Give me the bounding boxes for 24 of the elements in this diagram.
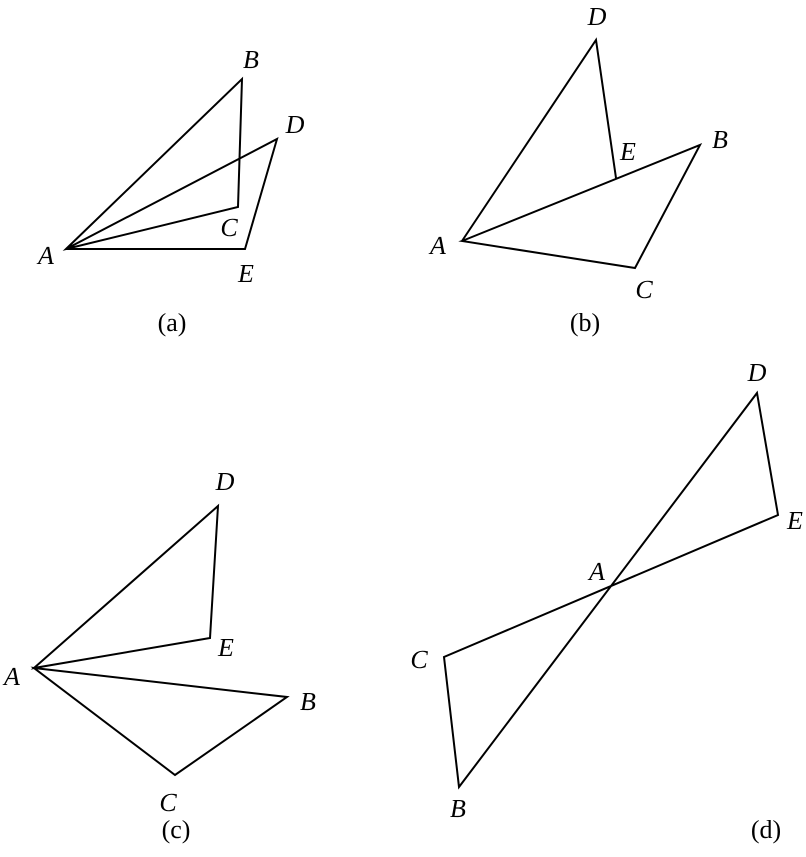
panel-caption: (a)	[158, 310, 186, 336]
point-label: A	[430, 233, 446, 259]
panel-caption: (b)	[570, 310, 600, 336]
point-label: E	[620, 139, 636, 165]
point-label: E	[787, 508, 803, 534]
point-label: C	[220, 215, 238, 241]
point-label: E	[238, 261, 254, 287]
point-label: B	[243, 47, 259, 73]
panel-caption: (c)	[162, 817, 190, 843]
panel-caption: (d)	[750, 817, 782, 843]
point-label: A	[4, 664, 20, 690]
point-label: C	[410, 647, 428, 673]
point-label: A	[38, 243, 54, 269]
point-label: D	[216, 469, 234, 495]
point-label: E	[218, 635, 234, 661]
point-label: C	[635, 277, 653, 303]
point-label: C	[159, 790, 177, 816]
point-label: D	[588, 4, 606, 30]
point-label: A	[589, 559, 605, 585]
point-label: D	[748, 360, 766, 386]
point-label: B	[450, 796, 466, 822]
point-label: B	[712, 127, 728, 153]
point-label: B	[300, 689, 316, 715]
point-label: D	[286, 112, 304, 138]
